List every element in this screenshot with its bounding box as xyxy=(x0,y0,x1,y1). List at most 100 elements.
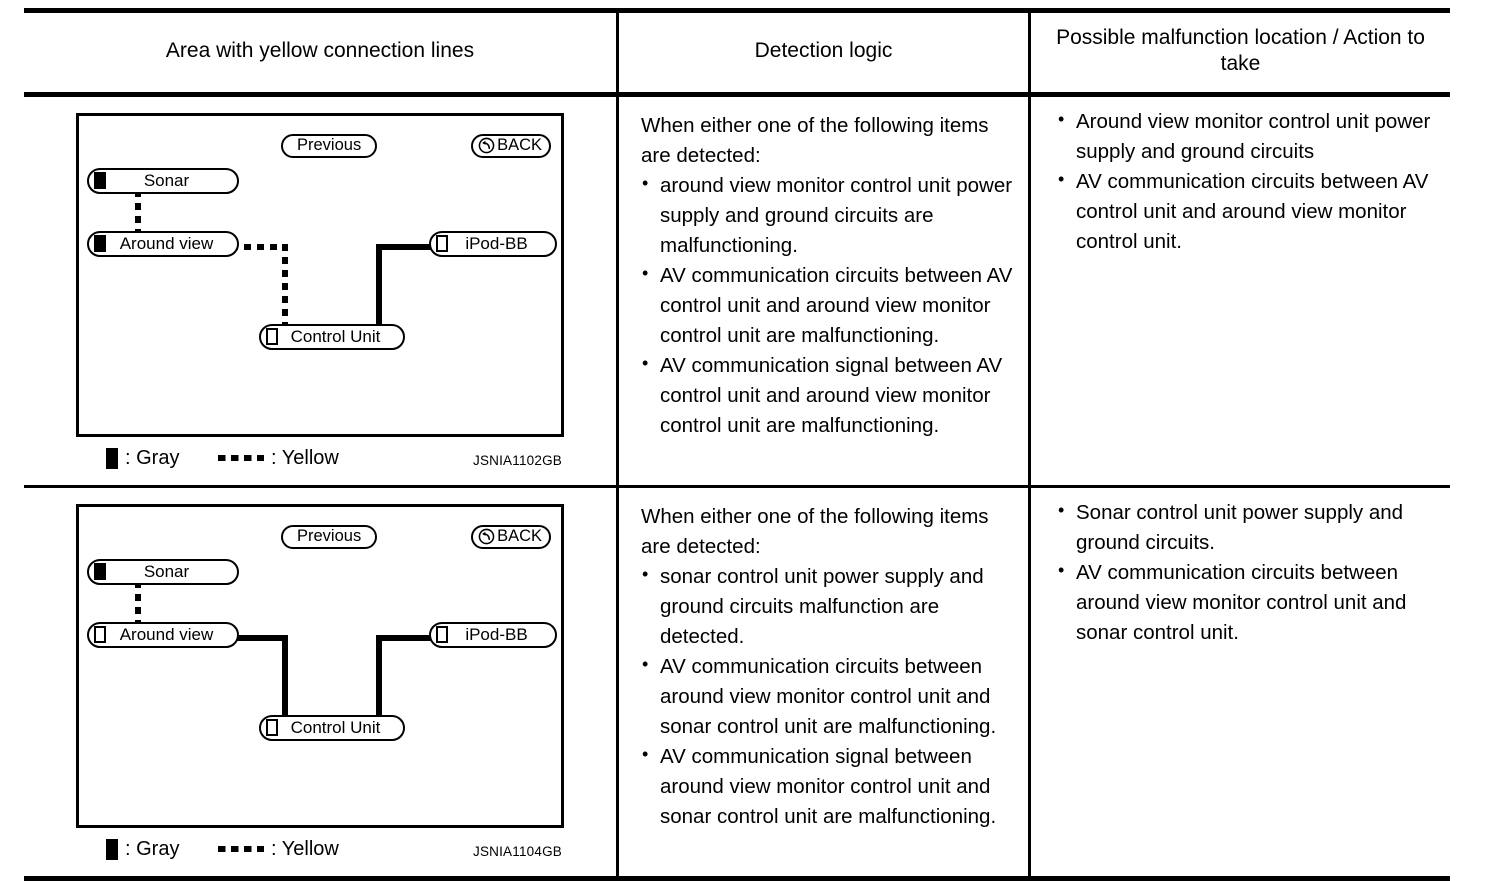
node-marker-gray-icon xyxy=(94,172,106,189)
diagram-container: Previous BACK xyxy=(24,97,616,485)
back-button[interactable]: BACK xyxy=(471,524,551,549)
back-button-label: BACK xyxy=(497,136,542,155)
node-marker-gray-icon xyxy=(94,563,106,580)
legend-yellow: : Yellow xyxy=(218,447,339,470)
list-item: sonar control unit power supply and grou… xyxy=(641,561,1018,652)
previous-button[interactable]: Previous xyxy=(281,133,378,158)
figure-id: JSNIA1104GB xyxy=(473,843,562,859)
legend-yellow-label: : Yellow xyxy=(271,446,339,469)
back-arrow-icon xyxy=(478,137,495,154)
legend-gray-swatch-icon xyxy=(106,838,118,860)
list-item: Sonar control unit power supply and grou… xyxy=(1057,496,1440,558)
node-marker-hollow-icon xyxy=(94,626,106,643)
connection-line-controlunit-vertical xyxy=(376,243,382,339)
detection-logic-body: When either one of the following items a… xyxy=(619,97,1028,453)
node-label-ipod-bb: iPod-BB xyxy=(465,234,528,253)
header-label-malfunction-action: Possible malfunction location / Action t… xyxy=(1056,26,1425,76)
header-cell-malfunction-action: Possible malfunction location / Action t… xyxy=(1028,13,1450,92)
legend-gray-label: : Gray xyxy=(125,837,180,860)
node-ipod-bb[interactable]: iPod-BB xyxy=(429,621,557,648)
back-arrow-icon xyxy=(478,528,495,545)
legend-gray-swatch-icon xyxy=(106,447,118,469)
diagnosis-table: Area with yellow connection lines Detect… xyxy=(24,8,1450,881)
node-control-unit[interactable]: Control Unit xyxy=(259,323,405,350)
connection-line-sonar-aroundview xyxy=(135,189,141,236)
diagram-legend: : Gray : Yellow JSNIA1102GB xyxy=(76,441,564,477)
node-marker-hollow-icon xyxy=(436,626,448,643)
legend-yellow: : Yellow xyxy=(218,838,339,861)
diagram-container: Previous BACK xyxy=(24,488,616,876)
header-label-detection-logic: Detection logic xyxy=(754,39,893,63)
node-marker-gray-icon xyxy=(94,235,106,252)
header-cell-detection-logic: Detection logic xyxy=(616,13,1028,92)
node-label-sonar: Sonar xyxy=(143,171,190,190)
node-around-view[interactable]: Around view xyxy=(87,230,239,257)
connection-line-aroundview-controlunit xyxy=(282,243,288,337)
connection-line-controlunit-ipodbb xyxy=(376,634,436,641)
detection-logic-list: sonar control unit power supply and grou… xyxy=(641,561,1018,832)
connection-line-aroundview-horizontal xyxy=(231,243,288,250)
list-item: AV communication circuits between AV con… xyxy=(641,260,1018,351)
diagram-legend: : Gray : Yellow JSNIA1104GB xyxy=(76,832,564,868)
table-row: Previous BACK xyxy=(24,484,1450,876)
node-label-control-unit: Control Unit xyxy=(290,327,381,346)
detection-logic-lead: When either one of the following items a… xyxy=(641,113,989,167)
malfunction-action-body: Around view monitor control unit power s… xyxy=(1031,97,1450,267)
back-button-label: BACK xyxy=(497,527,542,546)
malfunction-action-cell: Around view monitor control unit power s… xyxy=(1028,96,1450,485)
list-item: AV communication circuits between AV con… xyxy=(1057,166,1440,257)
table-row: Previous BACK xyxy=(24,96,1450,485)
malfunction-action-body: Sonar control unit power supply and grou… xyxy=(1031,488,1450,658)
diagram-cell: Previous BACK xyxy=(24,97,616,485)
node-marker-hollow-icon xyxy=(266,328,278,345)
node-label-around-view: Around view xyxy=(119,625,214,644)
legend-gray: : Gray xyxy=(106,838,179,861)
diagram-cell: Previous BACK xyxy=(24,488,616,876)
connection-line-controlunit-ipodbb xyxy=(376,243,436,250)
detection-logic-cell: When either one of the following items a… xyxy=(616,96,1028,485)
node-marker-hollow-icon xyxy=(266,719,278,736)
detection-logic-list: around view monitor control unit power s… xyxy=(641,170,1018,441)
connection-line-controlunit-vertical xyxy=(376,634,382,730)
malfunction-action-list: Sonar control unit power supply and grou… xyxy=(1057,496,1440,648)
previous-button[interactable]: Previous xyxy=(281,524,378,549)
detection-logic-body: When either one of the following items a… xyxy=(619,488,1028,844)
list-item: Around view monitor control unit power s… xyxy=(1057,105,1440,167)
node-ipod-bb[interactable]: iPod-BB xyxy=(429,230,557,257)
figure-id: JSNIA1102GB xyxy=(473,452,562,468)
list-item: AV communication circuits between around… xyxy=(641,651,1018,742)
back-button[interactable]: BACK xyxy=(471,133,551,158)
header-label-area: Area with yellow connection lines xyxy=(165,39,475,63)
node-label-around-view: Around view xyxy=(119,234,214,253)
malfunction-action-cell: Sonar control unit power supply and grou… xyxy=(1028,487,1450,876)
av-screen-diagram: Previous BACK xyxy=(76,503,564,828)
detection-logic-cell: When either one of the following items a… xyxy=(616,487,1028,876)
node-sonar[interactable]: Sonar xyxy=(87,558,239,585)
list-item: AV communication circuits between around… xyxy=(1057,557,1440,648)
legend-gray: : Gray xyxy=(106,447,179,470)
connection-line-aroundview-horizontal xyxy=(231,634,288,641)
header-cell-area: Area with yellow connection lines xyxy=(24,13,616,92)
legend-yellow-swatch-icon xyxy=(218,846,264,852)
node-marker-hollow-icon xyxy=(436,235,448,252)
legend-gray-label: : Gray xyxy=(125,446,180,469)
previous-button-label: Previous xyxy=(297,136,362,155)
legend-yellow-swatch-icon xyxy=(218,455,264,461)
list-item: AV communication signal between around v… xyxy=(641,741,1018,832)
node-label-sonar: Sonar xyxy=(143,562,190,581)
malfunction-action-list: Around view monitor control unit power s… xyxy=(1057,105,1440,257)
connection-line-sonar-aroundview xyxy=(135,580,141,627)
list-item: AV communication signal between AV contr… xyxy=(641,350,1018,441)
list-item: around view monitor control unit power s… xyxy=(641,170,1018,261)
previous-button-label: Previous xyxy=(297,527,362,546)
node-label-control-unit: Control Unit xyxy=(290,718,381,737)
node-around-view[interactable]: Around view xyxy=(87,621,239,648)
node-control-unit[interactable]: Control Unit xyxy=(259,714,405,741)
connection-line-aroundview-controlunit xyxy=(282,634,288,730)
av-screen-diagram: Previous BACK xyxy=(76,112,564,437)
table-header-row: Area with yellow connection lines Detect… xyxy=(24,13,1450,97)
node-sonar[interactable]: Sonar xyxy=(87,167,239,194)
detection-logic-lead: When either one of the following items a… xyxy=(641,504,989,558)
node-label-ipod-bb: iPod-BB xyxy=(465,625,528,644)
